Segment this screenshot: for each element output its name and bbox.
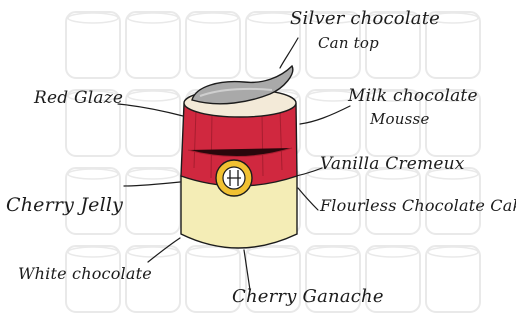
dessert-can [181, 66, 297, 248]
label-cherry-jelly: Cherry Jelly [6, 196, 123, 215]
leader-flourless-cake [298, 188, 318, 210]
leader-cherry-ganache [244, 250, 250, 290]
label-can-top: Can top [318, 36, 379, 51]
label-silver-chocolate: Silver chocolate [290, 10, 440, 28]
label-milk-chocolate: Milk chocolate [348, 88, 478, 105]
label-vanilla-cremeux: Vanilla Cremeux [320, 156, 465, 173]
leader-cherry-jelly [124, 182, 180, 186]
label-mousse: Mousse [370, 112, 430, 127]
label-flourless-cake: Flourless Chocolate Cake [320, 198, 516, 214]
label-cherry-ganache: Cherry Ganache [232, 288, 384, 306]
label-white-chocolate: White chocolate [18, 266, 152, 282]
leader-white-chocolate [148, 238, 180, 262]
gold-medallion [216, 160, 252, 196]
leader-red-glaze [118, 104, 183, 116]
label-red-glaze: Red Glaze [34, 90, 123, 107]
leader-silver-chocolate [280, 38, 298, 68]
leader-milk-chocolate [300, 106, 350, 124]
